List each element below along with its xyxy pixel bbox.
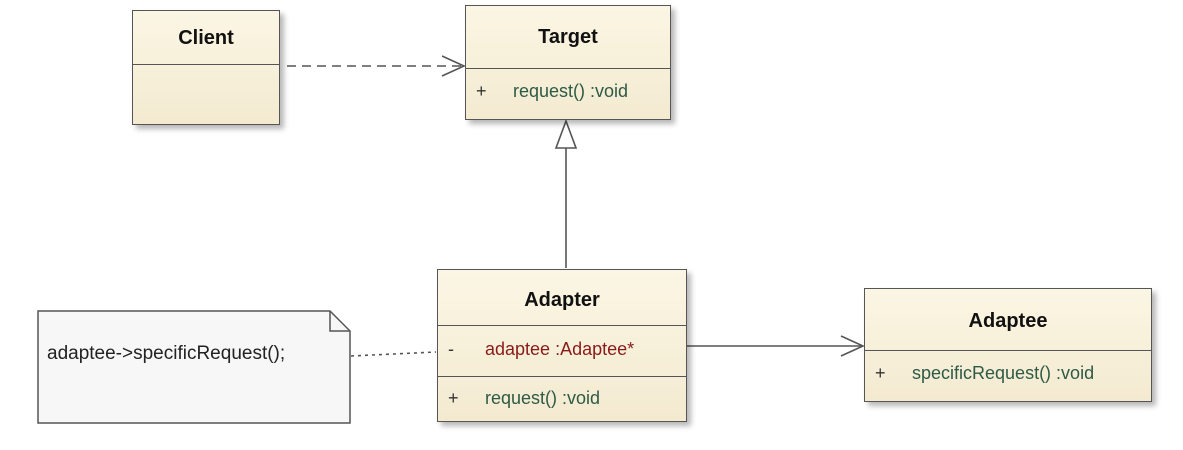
class-adaptee[interactable]: Adaptee + specificRequest() :void bbox=[864, 288, 1152, 402]
visibility-private: - bbox=[448, 339, 454, 359]
operation-request: request() :void bbox=[485, 388, 601, 408]
client-empty-section bbox=[133, 65, 279, 123]
adapter-operations: + request() :void bbox=[438, 377, 686, 420]
operation-specific-request: specificRequest() :void bbox=[912, 363, 1095, 383]
visibility-public: + bbox=[448, 388, 459, 408]
adaptee-operations: + specificRequest() :void bbox=[865, 351, 1151, 400]
note-anchor-line bbox=[350, 351, 437, 357]
visibility-public: + bbox=[476, 81, 487, 101]
class-target[interactable]: Target + request() :void bbox=[465, 5, 671, 120]
association-arrowhead bbox=[840, 335, 865, 357]
class-adapter[interactable]: Adapter - adaptee :Adaptee* + request() … bbox=[437, 269, 687, 422]
class-name-target: Target bbox=[466, 6, 670, 69]
note[interactable]: adaptee->specificRequest(); bbox=[37, 310, 351, 424]
class-client[interactable]: Client bbox=[132, 10, 280, 125]
class-name-client: Client bbox=[133, 11, 279, 65]
target-operations: + request() :void bbox=[466, 69, 670, 118]
generalization-triangle bbox=[554, 118, 578, 149]
class-name-adaptee: Adaptee bbox=[865, 289, 1151, 351]
note-shape bbox=[37, 310, 351, 424]
note-text: adaptee->specificRequest(); bbox=[47, 343, 286, 364]
operation-request: request() :void bbox=[513, 81, 629, 101]
class-name-adapter: Adapter bbox=[438, 270, 686, 326]
dependency-arrowhead bbox=[441, 55, 466, 77]
visibility-public: + bbox=[875, 363, 886, 383]
adapter-attributes: - adaptee :Adaptee* bbox=[438, 326, 686, 377]
attribute-adaptee: adaptee :Adaptee* bbox=[485, 339, 635, 359]
